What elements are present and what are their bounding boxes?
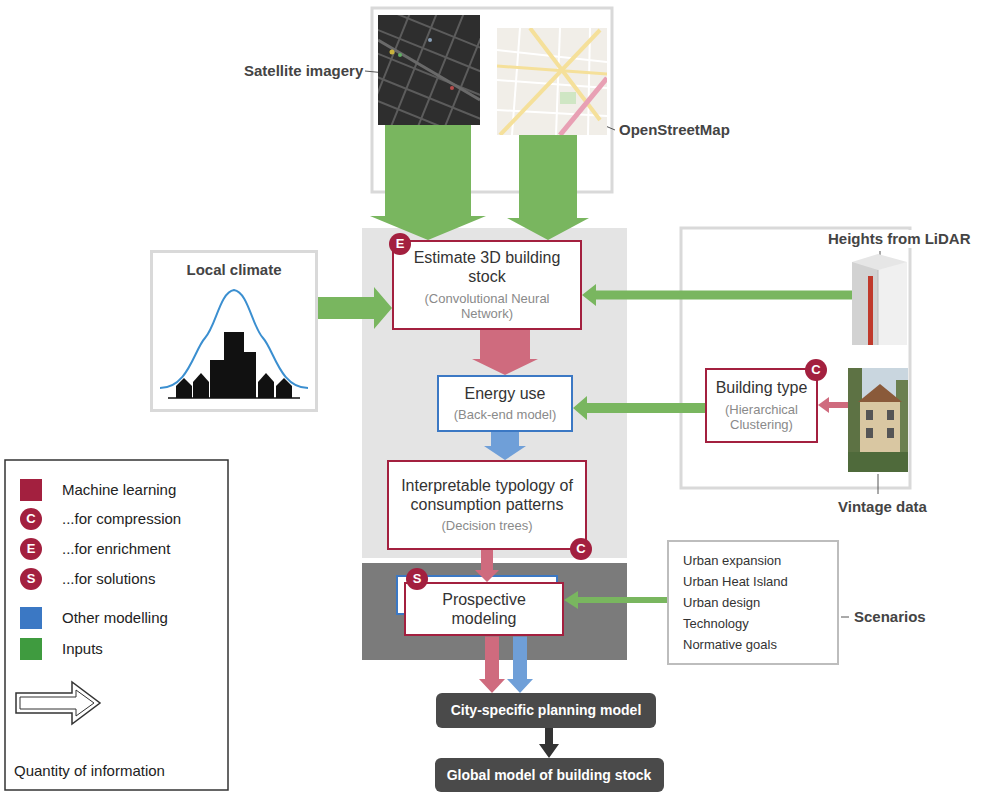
- node-title: Urban expansion: [683, 550, 823, 571]
- legend-text: ...for solutions: [62, 570, 155, 588]
- ml-badge: S: [406, 568, 428, 590]
- input-frame: [681, 228, 910, 488]
- leader-line: [841, 617, 849, 618]
- node-title: Prospective modeling: [412, 590, 556, 628]
- scenario-box: Urban expansionUrban Heat IslandUrban de…: [667, 540, 839, 665]
- flow-arrow: [318, 287, 392, 329]
- flow-arrow: [573, 396, 705, 420]
- flow-arrow: [539, 728, 559, 758]
- flow-arrow: [818, 397, 848, 413]
- legend-text: ...for enrichment: [62, 540, 170, 558]
- node-subtitle: (Decision trees): [395, 518, 579, 534]
- legend-text: Quantity of information: [14, 762, 165, 780]
- node-subtitle: (Convolutional Neural Network): [400, 291, 574, 322]
- callout-label: Heights from LiDAR: [826, 230, 982, 248]
- flow-arrow: [475, 550, 499, 582]
- node-title: City-specific planning model: [446, 702, 646, 719]
- callout-label: Vintage data: [838, 498, 963, 516]
- image-source: OpenStreetMap: [497, 28, 607, 135]
- output-box: City-specific planning model: [436, 693, 656, 728]
- ml-box: Building type (Hierarchical Clustering): [705, 368, 818, 443]
- legend-text: Machine learning: [62, 481, 176, 499]
- output-box: Global model of building stock: [435, 758, 664, 792]
- flow-arrow: [564, 591, 667, 609]
- node-subtitle: (Back-end model): [445, 407, 565, 423]
- node-title: Building type: [713, 378, 810, 397]
- flow-arrow: [472, 330, 538, 375]
- flow-arrow: [484, 432, 526, 460]
- legend-badge: C: [20, 508, 42, 530]
- flow-arrow: [479, 636, 505, 693]
- list-item: Urban Heat Island: [683, 571, 823, 592]
- core-panel: [362, 228, 627, 558]
- list-item: Normative goals: [683, 634, 823, 655]
- node-title: Estimate 3D building stock: [400, 248, 574, 286]
- quantity-arrow: [20, 690, 94, 716]
- list-item: Urban design: [683, 592, 823, 613]
- image-source: Heights from LiDAR: [852, 252, 907, 345]
- legend-swatch: [20, 638, 42, 660]
- climate-icon: [160, 290, 308, 398]
- legend-badge: E: [20, 538, 42, 560]
- callout-label: Scenarios: [854, 608, 954, 626]
- ml-box: Prospective modeling: [404, 582, 564, 636]
- ml-badge: C: [805, 359, 827, 381]
- flow-arrow: [582, 284, 852, 306]
- image-source: Vintage data: [848, 368, 908, 472]
- node-subtitle: (Hierarchical Clustering): [713, 402, 810, 433]
- ml-badge: C: [570, 538, 592, 560]
- callout-label: Satellite imagery: [244, 62, 362, 80]
- node-title: Interpretable typology of consumption pa…: [395, 476, 579, 514]
- ml-box: Interpretable typology of consumption pa…: [387, 460, 587, 550]
- flow-arrow: [507, 636, 533, 693]
- ml-badge: E: [389, 233, 411, 255]
- legend-badge: S: [20, 568, 42, 590]
- image-source: Satellite imagery: [378, 15, 480, 125]
- legend-text: Other modelling: [62, 609, 168, 627]
- legend-swatch: [20, 479, 42, 501]
- flow-arrow: [370, 125, 486, 240]
- ml-box: Estimate 3D building stock (Convolutional…: [392, 240, 582, 330]
- node-title: Local climate: [159, 261, 309, 279]
- node-title: Global model of building stock: [445, 767, 654, 784]
- list-item: Technology: [683, 613, 823, 634]
- building-photo: [848, 368, 908, 472]
- satellite-image: [378, 15, 480, 125]
- legend-frame: [5, 460, 228, 790]
- quantity-arrow: [16, 682, 100, 724]
- flow-arrow: [507, 135, 589, 240]
- legend-text: Inputs: [62, 640, 103, 658]
- legend-swatch: [20, 607, 42, 629]
- callout-label: OpenStreetMap: [619, 121, 769, 139]
- model-box: Energy use (Back-end model): [437, 375, 573, 432]
- node-title: Energy use: [445, 384, 565, 403]
- legend-text: ...for compression: [62, 510, 181, 528]
- map-image: [497, 28, 607, 135]
- input-box: Local climate: [150, 250, 318, 412]
- lidar-image: [852, 254, 907, 345]
- leader-line: [878, 474, 879, 494]
